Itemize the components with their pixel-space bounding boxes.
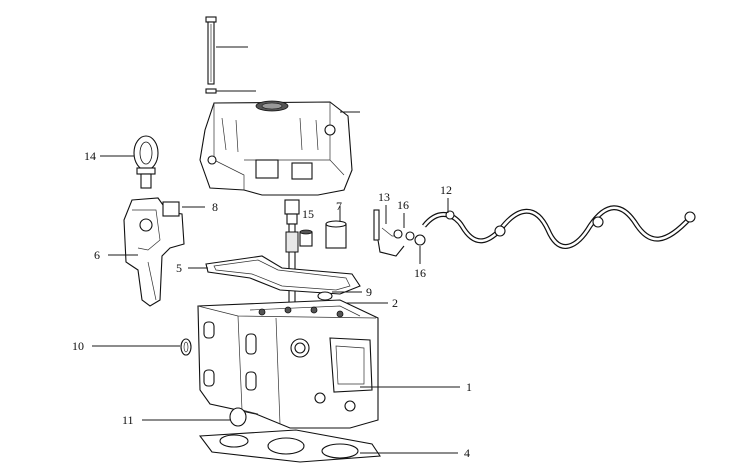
callout-8: 8: [212, 200, 218, 214]
callout-9: 9: [366, 285, 372, 299]
fuel-line: [373, 198, 696, 264]
callout-7: 7: [336, 199, 342, 213]
callout-12: 12: [440, 183, 452, 197]
lifting-eye: [100, 135, 159, 189]
callout-16-upper: 16: [397, 198, 409, 212]
injector-bracket: [108, 197, 205, 307]
callout-15: 15: [302, 207, 314, 221]
callout-14: 14: [84, 149, 96, 163]
sleeve: [325, 206, 347, 249]
washer: [317, 291, 362, 301]
callout-16-lower: 16: [414, 266, 426, 280]
cylinder-head: [197, 299, 460, 429]
valve-seal: [299, 229, 313, 247]
valve-stem: [284, 199, 300, 315]
long-bolt: [205, 16, 256, 94]
callout-2: 2: [392, 296, 398, 310]
callout-1: 1: [466, 380, 472, 394]
callout-4: 4: [464, 446, 470, 460]
head-gasket: [198, 429, 458, 463]
valve-cover: [199, 100, 360, 196]
callout-6: 6: [94, 248, 100, 262]
plug: [142, 407, 247, 427]
callout-5: 5: [176, 261, 182, 275]
callout-11: 11: [122, 413, 134, 427]
callout-13: 13: [378, 190, 390, 204]
cover-gasket: [188, 255, 361, 295]
callout-10: 10: [72, 339, 84, 353]
o-ring: [92, 338, 192, 356]
